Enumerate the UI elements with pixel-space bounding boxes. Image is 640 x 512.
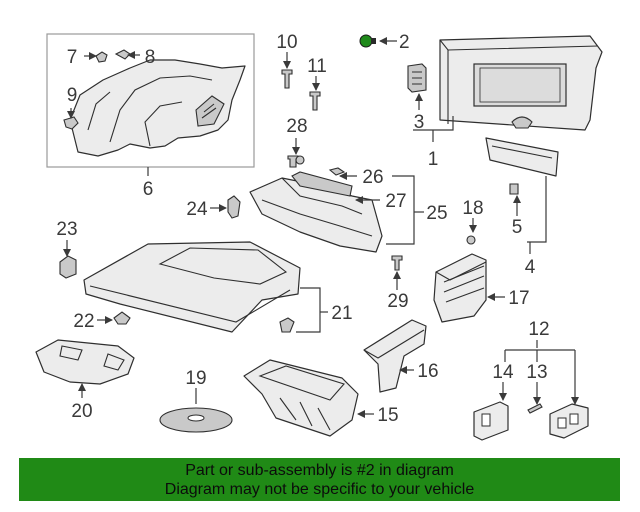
clip-23 [59, 255, 77, 279]
part-1-partition-panel[interactable] [407, 35, 603, 131]
part-4-trim-strip[interactable] [485, 137, 559, 195]
info-banner: Part or sub-assembly is #2 in diagram Di… [19, 458, 620, 501]
callout-22[interactable]: 22 [73, 311, 94, 332]
callout-27[interactable]: 27 [385, 191, 406, 212]
callout-20[interactable]: 20 [71, 401, 92, 422]
callout-16[interactable]: 16 [417, 361, 438, 382]
switch-14 [473, 401, 509, 441]
switch-13 [527, 403, 543, 414]
callout-4[interactable]: 4 [525, 257, 536, 278]
callout-10[interactable]: 10 [276, 32, 297, 53]
trim-cap-27 [291, 171, 353, 197]
side-cover [35, 339, 135, 385]
part-16-bracket[interactable] [363, 319, 427, 393]
banner-line-1: Part or sub-assembly is #2 in diagram [185, 462, 454, 479]
trim-strip [485, 137, 559, 177]
callout-9[interactable]: 9 [67, 85, 78, 106]
callout-28[interactable]: 28 [286, 116, 307, 137]
storage-bin [243, 359, 359, 437]
clip-2-highlighted [359, 34, 373, 48]
callout-labels: 1 2 3 4 5 6 7 8 9 10 11 12 13 14 15 16 1… [56, 32, 549, 426]
fasteners-10-11-28[interactable] [281, 69, 321, 168]
clip-26 [328, 167, 346, 176]
part-12-switch-assembly[interactable] [473, 401, 589, 441]
part-21-floor-board[interactable] [59, 241, 301, 333]
callout-15[interactable]: 15 [377, 405, 398, 426]
callout-25[interactable]: 25 [426, 203, 447, 224]
bolt-11 [309, 91, 321, 111]
bracket-17 [433, 253, 487, 323]
clip-24 [227, 195, 241, 219]
switch-12 [549, 403, 589, 439]
part-6-quarter-trim-group[interactable] [46, 33, 255, 168]
callout-12[interactable]: 12 [528, 319, 549, 340]
callout-17[interactable]: 17 [508, 288, 529, 309]
callout-6[interactable]: 6 [143, 179, 154, 200]
callout-7[interactable]: 7 [67, 47, 78, 68]
callout-18[interactable]: 18 [462, 198, 483, 219]
clip-7 [95, 51, 108, 63]
part-17-bracket[interactable] [433, 253, 487, 323]
part-15-storage-bin[interactable] [243, 359, 359, 437]
callout-14[interactable]: 14 [492, 362, 514, 383]
callout-11[interactable]: 11 [307, 56, 327, 77]
callout-5[interactable]: 5 [512, 217, 523, 238]
hook-21 [279, 317, 295, 333]
callout-24[interactable]: 24 [186, 199, 208, 220]
leader-lines [63, 37, 579, 418]
callout-29[interactable]: 29 [387, 291, 408, 312]
washer-28 [295, 155, 305, 165]
callout-13[interactable]: 13 [526, 362, 547, 383]
callout-1[interactable]: 1 [428, 149, 439, 170]
fasteners-18-29[interactable] [391, 235, 476, 271]
callout-8[interactable]: 8 [145, 47, 156, 68]
callout-23[interactable]: 23 [56, 219, 77, 240]
floor-board [83, 241, 301, 333]
cap-18 [466, 235, 476, 245]
panel-window [473, 63, 567, 107]
banner-line-2: Diagram may not be specific to your vehi… [164, 481, 475, 498]
callout-3[interactable]: 3 [414, 112, 425, 133]
part-19-disc[interactable] [159, 407, 233, 433]
callout-19[interactable]: 19 [185, 368, 206, 389]
callout-2[interactable]: 2 [399, 32, 410, 53]
clip-5 [509, 183, 519, 195]
callout-21[interactable]: 21 [331, 303, 352, 324]
part-20-side-cover[interactable] [35, 339, 135, 385]
bolt-10 [281, 69, 293, 89]
part-25-sill-trim[interactable] [227, 167, 383, 253]
part-2-clip[interactable] [359, 34, 376, 48]
clip-2-stem [371, 38, 376, 44]
clip-29 [391, 255, 403, 271]
clip-22 [113, 311, 131, 325]
callout-26[interactable]: 26 [362, 167, 383, 188]
